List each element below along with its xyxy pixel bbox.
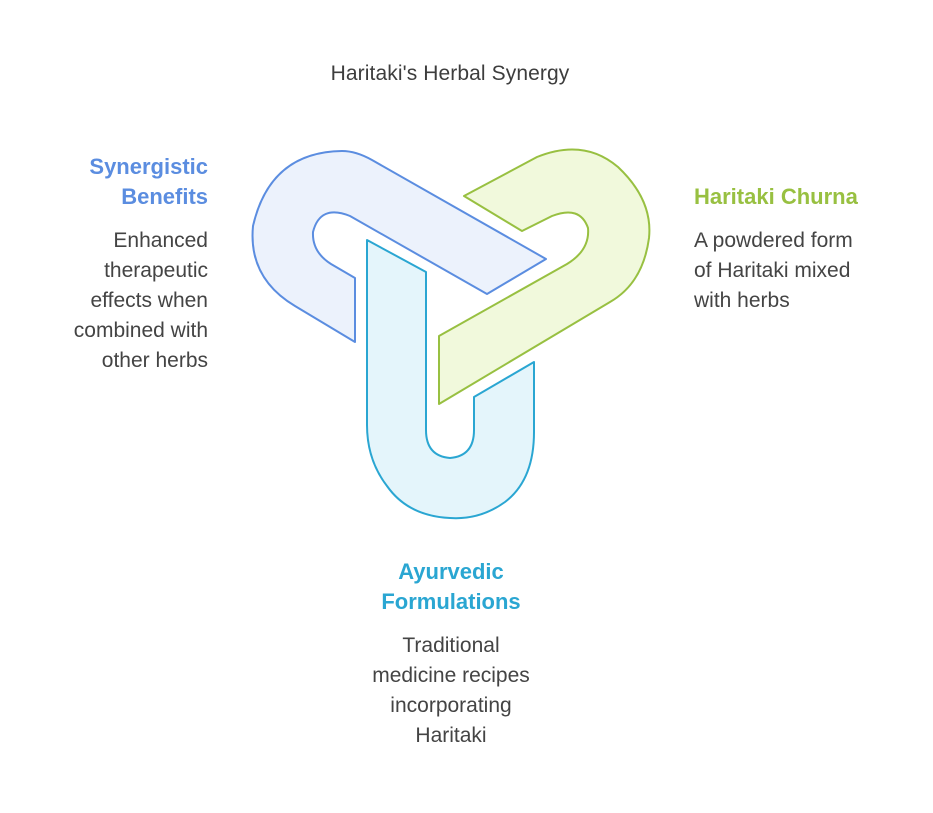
diagram-title: Haritaki's Herbal Synergy bbox=[330, 62, 570, 85]
item-synergistic-benefits: Synergistic Benefits Enhanced therapeuti… bbox=[30, 152, 208, 376]
item-description-line: with herbs bbox=[694, 289, 790, 312]
item-description-line: incorporating bbox=[390, 694, 512, 717]
item-heading: Ayurvedic Formulations bbox=[330, 557, 572, 617]
item-heading-line: Synergistic bbox=[89, 154, 208, 179]
item-description-line: Enhanced bbox=[113, 229, 208, 252]
knot-loop-churna bbox=[438, 148, 651, 405]
knot-loop-synergistic bbox=[251, 150, 547, 343]
item-description-line: other herbs bbox=[101, 349, 208, 372]
item-heading-line: Ayurvedic bbox=[398, 559, 504, 584]
item-heading-line: Formulations bbox=[381, 589, 521, 614]
item-heading: Synergistic Benefits bbox=[30, 152, 208, 212]
item-description: Traditional medicine recipes incorporati… bbox=[330, 631, 572, 751]
item-description-line: combined with bbox=[73, 319, 208, 342]
item-heading-line: Benefits bbox=[121, 184, 208, 209]
item-description-line: effects when bbox=[90, 289, 208, 312]
knot-loop-ayurvedic bbox=[366, 239, 535, 520]
item-heading: Haritaki Churna bbox=[694, 182, 904, 212]
item-description-line: Traditional bbox=[402, 634, 500, 657]
item-ayurvedic-formulations: Ayurvedic Formulations Traditional medic… bbox=[330, 557, 572, 751]
item-description: A powdered form of Haritaki mixed with h… bbox=[694, 226, 904, 316]
item-description: Enhanced therapeutic effects when combin… bbox=[30, 226, 208, 376]
item-description-line: Haritaki bbox=[415, 724, 487, 747]
item-heading-line: Haritaki Churna bbox=[694, 184, 858, 209]
item-haritaki-churna: Haritaki Churna A powdered form of Harit… bbox=[694, 182, 904, 316]
item-description-line: medicine recipes bbox=[372, 664, 530, 687]
item-description-line: therapeutic bbox=[104, 259, 208, 282]
item-description-line: A powdered form bbox=[694, 229, 853, 252]
item-description-line: of Haritaki mixed bbox=[694, 259, 851, 282]
